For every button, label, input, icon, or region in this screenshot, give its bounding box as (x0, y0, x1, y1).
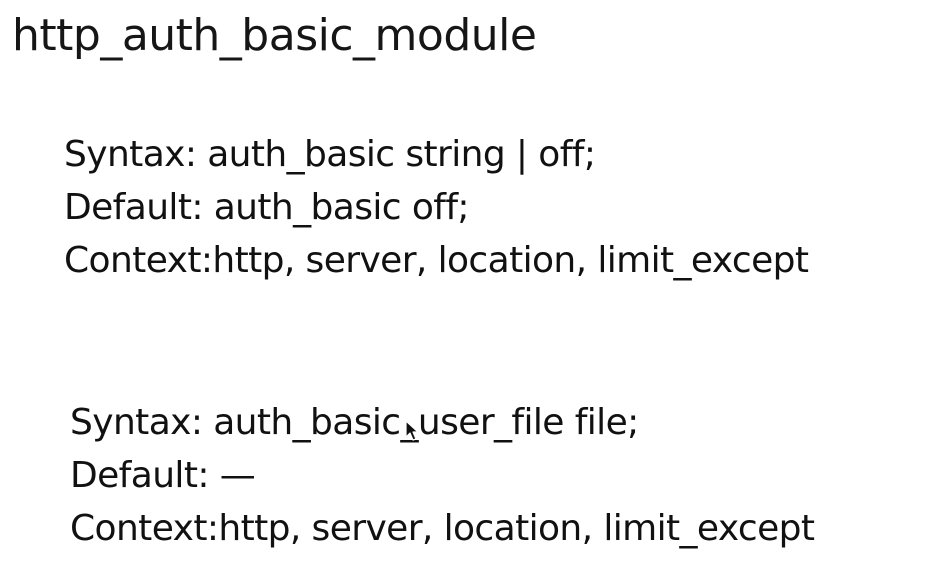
mouse-pointer-icon (405, 420, 419, 441)
directive-block-auth-basic-user-file: Syntax: auth_basic_user_file file; Defau… (70, 396, 815, 555)
syntax-line: Syntax: auth_basic_user_file file; (70, 402, 639, 443)
context-line: Context:http, server, location, limit_ex… (64, 240, 809, 281)
default-line: Default: auth_basic off; (64, 187, 470, 228)
context-line: Context:http, server, location, limit_ex… (70, 508, 815, 549)
page-title: http_auth_basic_module (12, 10, 537, 61)
syntax-line: Syntax: auth_basic string | off; (64, 134, 596, 175)
default-line: Default: — (70, 455, 256, 496)
directive-block-auth-basic: Syntax: auth_basic string | off; Default… (64, 128, 809, 287)
